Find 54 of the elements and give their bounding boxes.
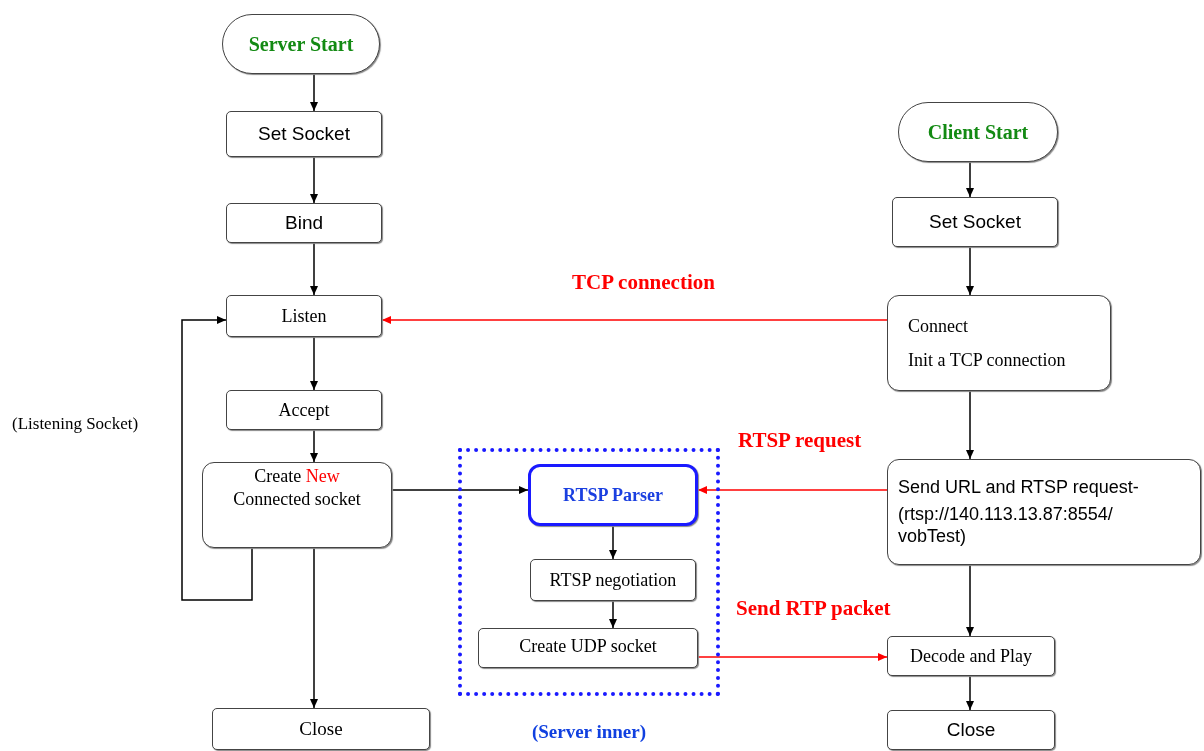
arrow	[697, 486, 888, 494]
process-box	[892, 197, 1058, 247]
arrow	[966, 390, 974, 460]
arrow	[310, 73, 318, 112]
process-box	[478, 628, 698, 668]
node-text: Create UDP socket	[519, 635, 657, 658]
node-text: (rtsp://140.113.13.87:8554/ vobTest)	[898, 502, 1114, 548]
node-text: Decode and Play	[910, 644, 1032, 668]
process-box	[226, 295, 382, 337]
arrow	[310, 547, 318, 709]
process-box	[887, 710, 1055, 750]
node-text: Init a TCP connection	[908, 349, 1066, 372]
arrow	[310, 242, 318, 296]
arrow	[966, 564, 974, 637]
node-text: Close	[299, 717, 343, 741]
node-text: Connect	[908, 314, 968, 337]
arrow	[966, 161, 974, 198]
node-text: Close	[946, 718, 996, 742]
group-heading: (Server inner)	[531, 720, 647, 744]
process-box	[202, 462, 392, 548]
node-text: Accept	[278, 398, 330, 422]
node-text: Bind	[285, 211, 323, 235]
node-text: Set Socket	[929, 210, 1021, 234]
node-text: RTSP Parser	[563, 483, 663, 507]
arrow	[966, 246, 974, 296]
process-box	[226, 390, 382, 430]
arrow	[609, 525, 617, 560]
process-box	[530, 559, 696, 601]
node-text: Client Start	[927, 119, 1029, 145]
start-terminal	[222, 14, 380, 74]
arrow	[181, 316, 253, 601]
arrow	[310, 429, 318, 463]
process-box	[887, 459, 1201, 565]
arrow	[310, 336, 318, 391]
arrow	[381, 316, 888, 324]
arrow	[966, 675, 974, 711]
arrow	[697, 653, 888, 661]
node-text: Server Start	[248, 31, 354, 57]
process-box	[887, 636, 1055, 676]
edge-label: (Listening Socket)	[10, 414, 141, 434]
process-box	[226, 111, 382, 157]
node-text: Send URL and RTSP request-	[898, 476, 1139, 499]
process-box	[212, 708, 430, 750]
arrow	[609, 600, 617, 629]
node-text: Create New Connected socket	[232, 465, 362, 510]
start-terminal	[898, 102, 1058, 162]
process-box	[226, 203, 382, 243]
node-text: Listen	[281, 304, 327, 328]
process-box	[887, 295, 1111, 391]
node-text: RTSP negotiation	[549, 568, 677, 592]
node-text: Set Socket	[258, 122, 350, 146]
arrow	[391, 486, 529, 494]
arrow	[310, 156, 318, 204]
process-box	[528, 464, 698, 526]
